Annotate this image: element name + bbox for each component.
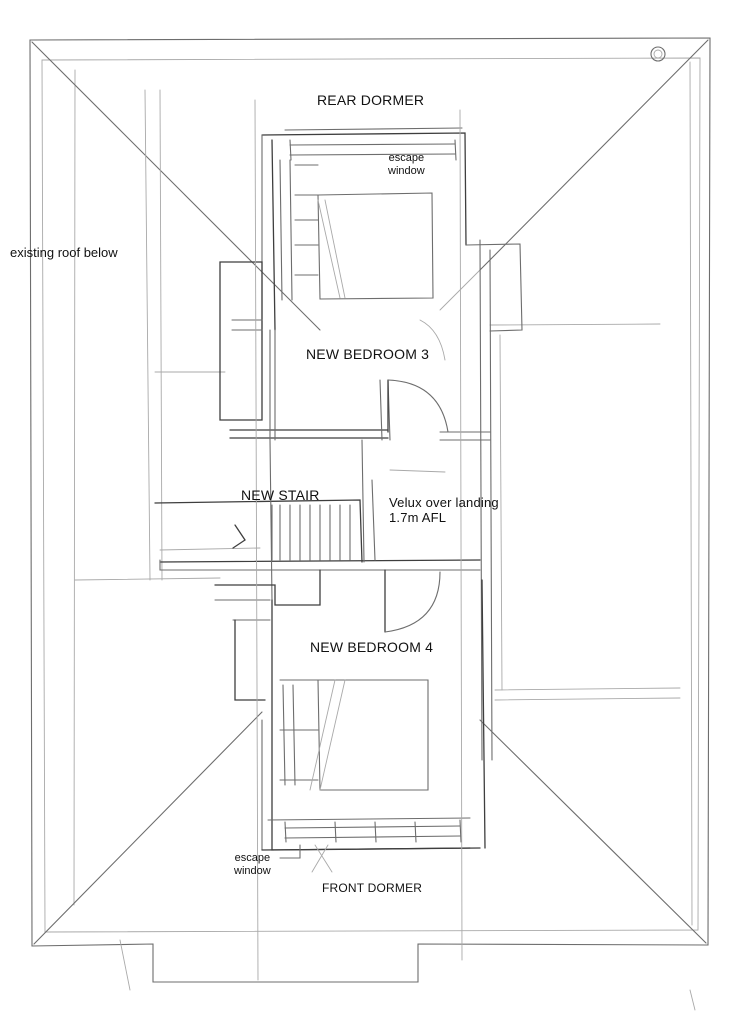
- roof-outline: [29, 37, 711, 983]
- rear-dormer-walls: [261, 127, 523, 761]
- bedroom-4-walls: [214, 569, 486, 851]
- escape-window-rear-line2: window: [388, 164, 425, 177]
- bedroom-4-label: NEW BEDROOM 4: [310, 639, 434, 655]
- escape-window-front-line2: window: [234, 864, 271, 877]
- escape-window-rear-label: escape window: [388, 152, 425, 177]
- roof-hip-lines: [31, 39, 709, 945]
- sketch-construction-lines: [119, 99, 696, 1011]
- bed-bedroom-3: [279, 159, 434, 301]
- velux-note: Velux over landing 1.7m AFL: [389, 495, 499, 526]
- escape-window-front-line1: escape: [234, 852, 271, 864]
- bedroom-3-label: NEW BEDROOM 3: [306, 346, 430, 362]
- bedroom-3-walls: [219, 261, 491, 441]
- stair-and-landing: [154, 439, 481, 601]
- existing-roof-label: existing roof below: [10, 245, 118, 260]
- velux-note-line1: Velux over landing: [389, 495, 499, 510]
- front-dormer-walls: [261, 817, 471, 873]
- escape-window-front-label: escape window: [234, 852, 271, 877]
- escape-window-leaders: [279, 844, 301, 859]
- rear-dormer-label: REAR DORMER: [317, 92, 425, 108]
- escape-window-rear-line1: escape: [388, 152, 425, 164]
- new-stair-label: NEW STAIR: [241, 487, 320, 503]
- existing-roof-lines: [74, 89, 681, 701]
- velux-note-line2: 1.7m AFL: [389, 509, 447, 525]
- door-bedroom-4: [384, 569, 441, 633]
- door-bedroom-3: [387, 379, 449, 473]
- bed-bedroom-4: [279, 679, 429, 791]
- front-dormer-label: FRONT DORMER: [322, 881, 423, 895]
